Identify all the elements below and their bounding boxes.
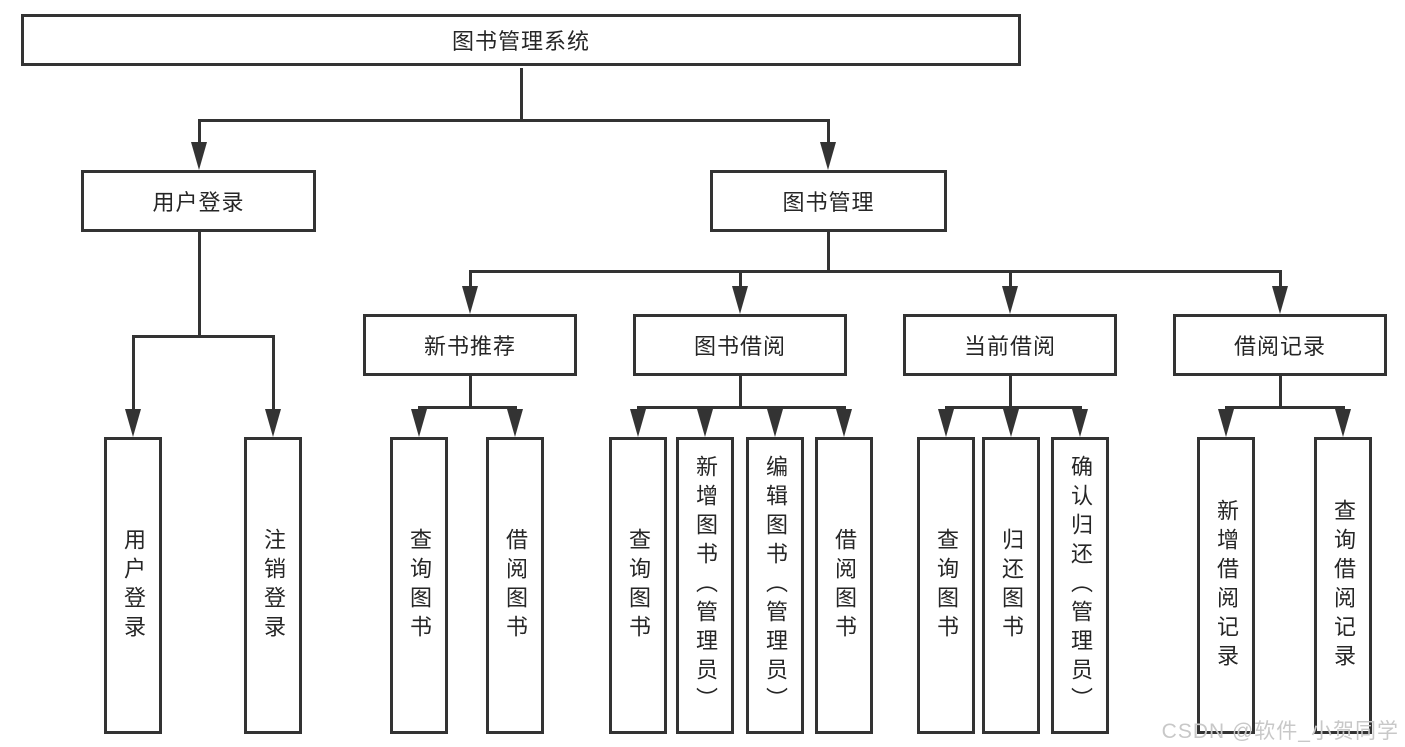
edge-book-mgmt-stem: [826, 232, 830, 272]
edge-current-bar: [944, 406, 1082, 409]
leaf-borrow-query-book-label: 查询图书: [626, 527, 651, 644]
edge-user-login-stem: [197, 232, 201, 337]
leaf-records-add-record: 新增借阅记录: [1197, 437, 1255, 734]
leaf-borrow-query-book: 查询图书: [609, 437, 667, 734]
leaf-current-query-book-label: 查询图书: [934, 527, 959, 644]
edge-recommend-bar: [417, 406, 517, 409]
leaf-records-add-record-label: 新增借阅记录: [1214, 498, 1239, 673]
edge-drop-borrow-records: [1278, 272, 1282, 288]
leaf-recommend-borrow-book: 借阅图书: [486, 437, 544, 734]
arrow-borrow-borrow-book: [836, 409, 852, 437]
leaf-recommend-query-book: 查询图书: [390, 437, 448, 734]
leaf-logout: 注销登录: [244, 437, 302, 734]
arrow-current-query-book: [938, 409, 954, 437]
node-root: 图书管理系统: [21, 14, 1021, 66]
edge-drop-leaf-user-login: [131, 337, 135, 411]
leaf-borrow-edit-book-admin: 编辑图书（管理员）: [746, 437, 804, 734]
leaf-records-query-record: 查询借阅记录: [1314, 437, 1372, 734]
edge-book-mgmt-bar: [468, 270, 1282, 273]
leaf-user-login: 用户登录: [104, 437, 162, 734]
arrow-recommend-borrow-book: [507, 409, 523, 437]
node-book-borrow-label: 图书借阅: [693, 334, 786, 359]
node-user-login-label: 用户登录: [152, 190, 245, 215]
edge-records-bar: [1224, 406, 1345, 409]
edge-current-stem: [1008, 376, 1012, 408]
arrow-book-mgmt: [820, 142, 836, 170]
leaf-recommend-borrow-book-label: 借阅图书: [503, 527, 528, 644]
arrow-borrow-records: [1272, 286, 1288, 314]
node-book-management: 图书管理: [710, 170, 947, 232]
node-current-borrow: 当前借阅: [903, 314, 1117, 376]
leaf-current-return-book-label: 归还图书: [999, 527, 1024, 644]
leaf-borrow-edit-book-admin-label: 编辑图书（管理员）: [763, 455, 788, 716]
node-current-borrow-label: 当前借阅: [963, 334, 1056, 359]
leaf-records-query-record-label: 查询借阅记录: [1331, 498, 1356, 673]
edge-borrow-bar: [636, 406, 846, 409]
edge-recommend-stem: [468, 376, 472, 408]
arrow-current-return-book: [1003, 409, 1019, 437]
edge-root-drop-book-mgmt: [826, 121, 830, 144]
edge-records-stem: [1278, 376, 1282, 408]
node-user-login: 用户登录: [81, 170, 316, 232]
edge-drop-leaf-logout: [271, 337, 275, 411]
edge-drop-book-borrow: [738, 272, 742, 288]
edge-drop-current-borrow: [1008, 272, 1012, 288]
leaf-borrow-add-book-admin-label: 新增图书（管理员）: [693, 455, 718, 716]
arrow-borrow-edit-book: [767, 409, 783, 437]
leaf-current-confirm-return-admin-label: 确认归还（管理员）: [1068, 455, 1093, 716]
node-book-borrow: 图书借阅: [633, 314, 847, 376]
node-new-book-recommend-label: 新书推荐: [423, 334, 516, 359]
arrow-borrow-add-book: [697, 409, 713, 437]
arrow-borrow-query-book: [630, 409, 646, 437]
arrow-recommend-query-book: [411, 409, 427, 437]
leaf-borrow-borrow-book-label: 借阅图书: [832, 527, 857, 644]
node-borrow-records: 借阅记录: [1173, 314, 1387, 376]
node-new-book-recommend: 新书推荐: [363, 314, 577, 376]
leaf-current-confirm-return-admin: 确认归还（管理员）: [1051, 437, 1109, 734]
node-borrow-records-label: 借阅记录: [1233, 334, 1326, 359]
edge-user-login-bar: [131, 335, 275, 338]
node-root-label: 图书管理系统: [451, 29, 590, 54]
leaf-current-query-book: 查询图书: [917, 437, 975, 734]
leaf-recommend-query-book-label: 查询图书: [407, 527, 432, 644]
leaf-borrow-borrow-book: 借阅图书: [815, 437, 873, 734]
node-book-management-label: 图书管理: [782, 190, 875, 215]
arrow-leaf-user-login: [125, 409, 141, 437]
arrow-current-confirm-return: [1072, 409, 1088, 437]
leaf-borrow-add-book-admin: 新增图书（管理员）: [676, 437, 734, 734]
arrow-records-query-record: [1335, 409, 1351, 437]
leaf-current-return-book: 归还图书: [982, 437, 1040, 734]
arrow-leaf-logout: [265, 409, 281, 437]
edge-root-stem: [519, 68, 523, 121]
leaf-user-login-label: 用户登录: [121, 527, 146, 644]
edge-borrow-stem: [738, 376, 742, 408]
arrow-user-login: [191, 142, 207, 170]
arrow-current-borrow: [1002, 286, 1018, 314]
edge-root-bar: [197, 119, 830, 122]
arrow-records-add-record: [1218, 409, 1234, 437]
arrow-new-book-recommend: [462, 286, 478, 314]
csdn-watermark: CSDN @软件_小贺同学: [1161, 720, 1399, 743]
arrow-book-borrow: [732, 286, 748, 314]
edge-drop-new-book-recommend: [468, 272, 472, 288]
leaf-logout-label: 注销登录: [261, 527, 286, 644]
edge-root-drop-user-login: [197, 121, 201, 144]
